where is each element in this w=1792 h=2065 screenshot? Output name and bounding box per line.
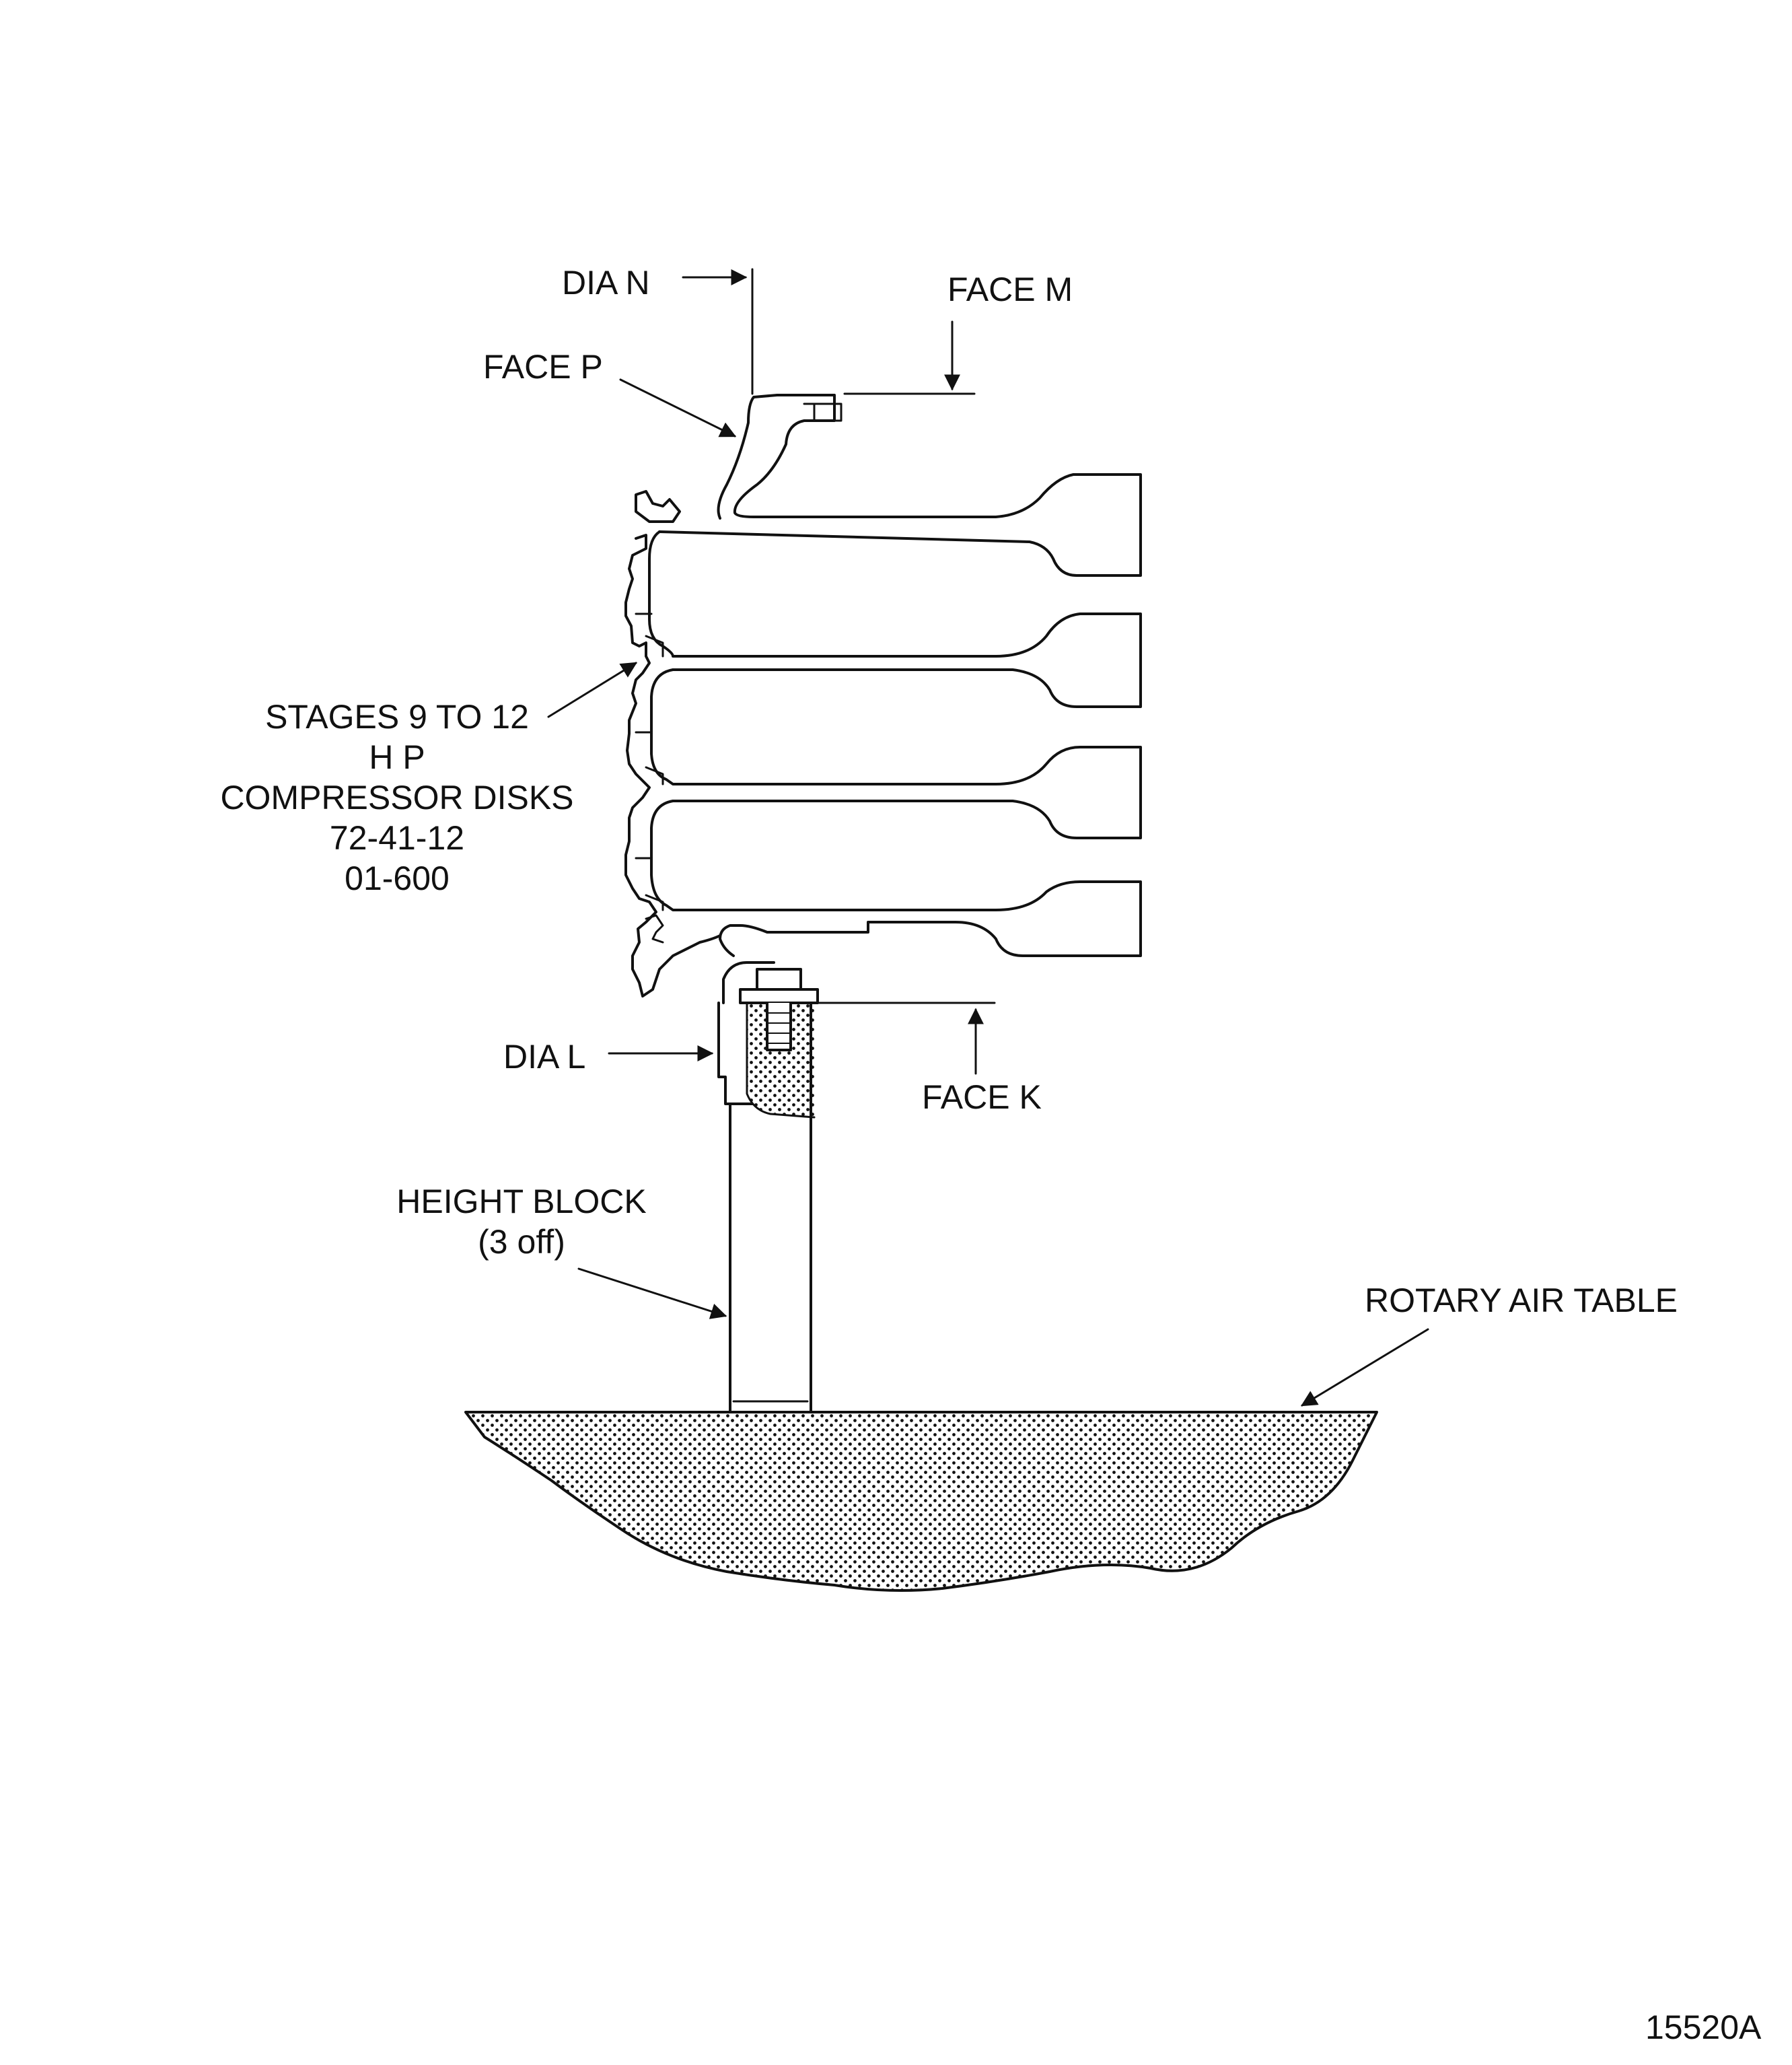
compressor-disks <box>624 394 1142 998</box>
dia-l-label: DIA L <box>503 1038 586 1076</box>
face-m-leader <box>843 320 976 395</box>
face-p-leader <box>619 378 737 438</box>
stages-label: STAGES 9 TO 12 H P COMPRESSOR DISKS 72-4… <box>195 700 599 902</box>
face-k-leader <box>813 1002 996 1075</box>
stages-line-1: STAGES 9 TO 12 <box>265 698 529 736</box>
dia-l-leader <box>608 1035 720 1078</box>
height-block-leader <box>577 1267 727 1319</box>
rotary-air-table-leader <box>1300 1328 1429 1407</box>
stages-line-4: 72-41-12 <box>329 819 465 857</box>
stages-line-5: 01-600 <box>345 860 450 897</box>
height-block-line-2: (3 off) <box>478 1223 565 1261</box>
face-m-label: FACE M <box>947 271 1073 308</box>
height-block-label: HEIGHT BLOCK (3 off) <box>377 1185 666 1265</box>
stages-line-2: H P <box>369 738 425 776</box>
stages-leader <box>547 662 638 718</box>
height-block <box>717 961 819 1413</box>
height-block-line-1: HEIGHT BLOCK <box>396 1183 647 1220</box>
dia-n-label: DIA N <box>562 264 650 302</box>
rotary-air-table <box>464 1411 1378 1593</box>
stages-line-3: COMPRESSOR DISKS <box>220 779 574 816</box>
face-k-label: FACE K <box>922 1078 1042 1116</box>
face-p-label: FACE P <box>483 348 603 386</box>
figure-number: 15520A <box>1645 2008 1762 2046</box>
dia-n-leader <box>682 268 754 395</box>
rotary-air-table-label: ROTARY AIR TABLE <box>1365 1282 1678 1319</box>
